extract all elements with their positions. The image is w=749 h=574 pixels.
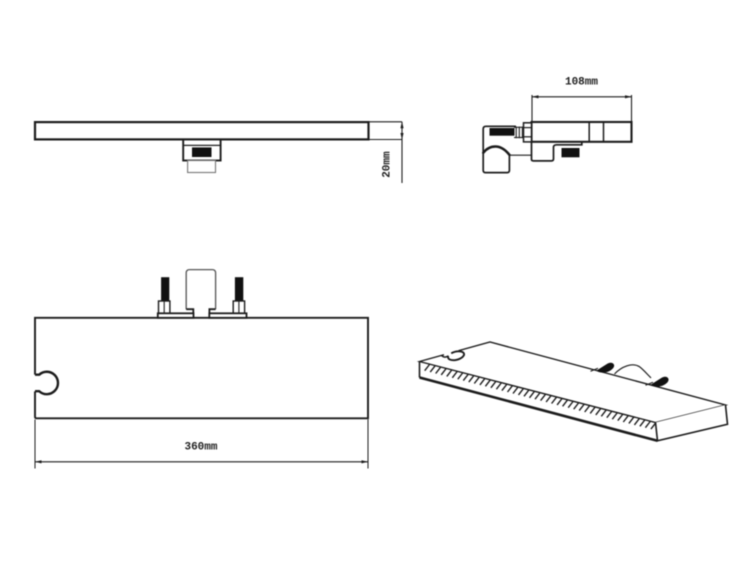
svg-text:360mm: 360mm <box>184 441 217 453</box>
svg-text:108mm: 108mm <box>565 76 598 88</box>
svg-text:20mm: 20mm <box>382 151 394 178</box>
